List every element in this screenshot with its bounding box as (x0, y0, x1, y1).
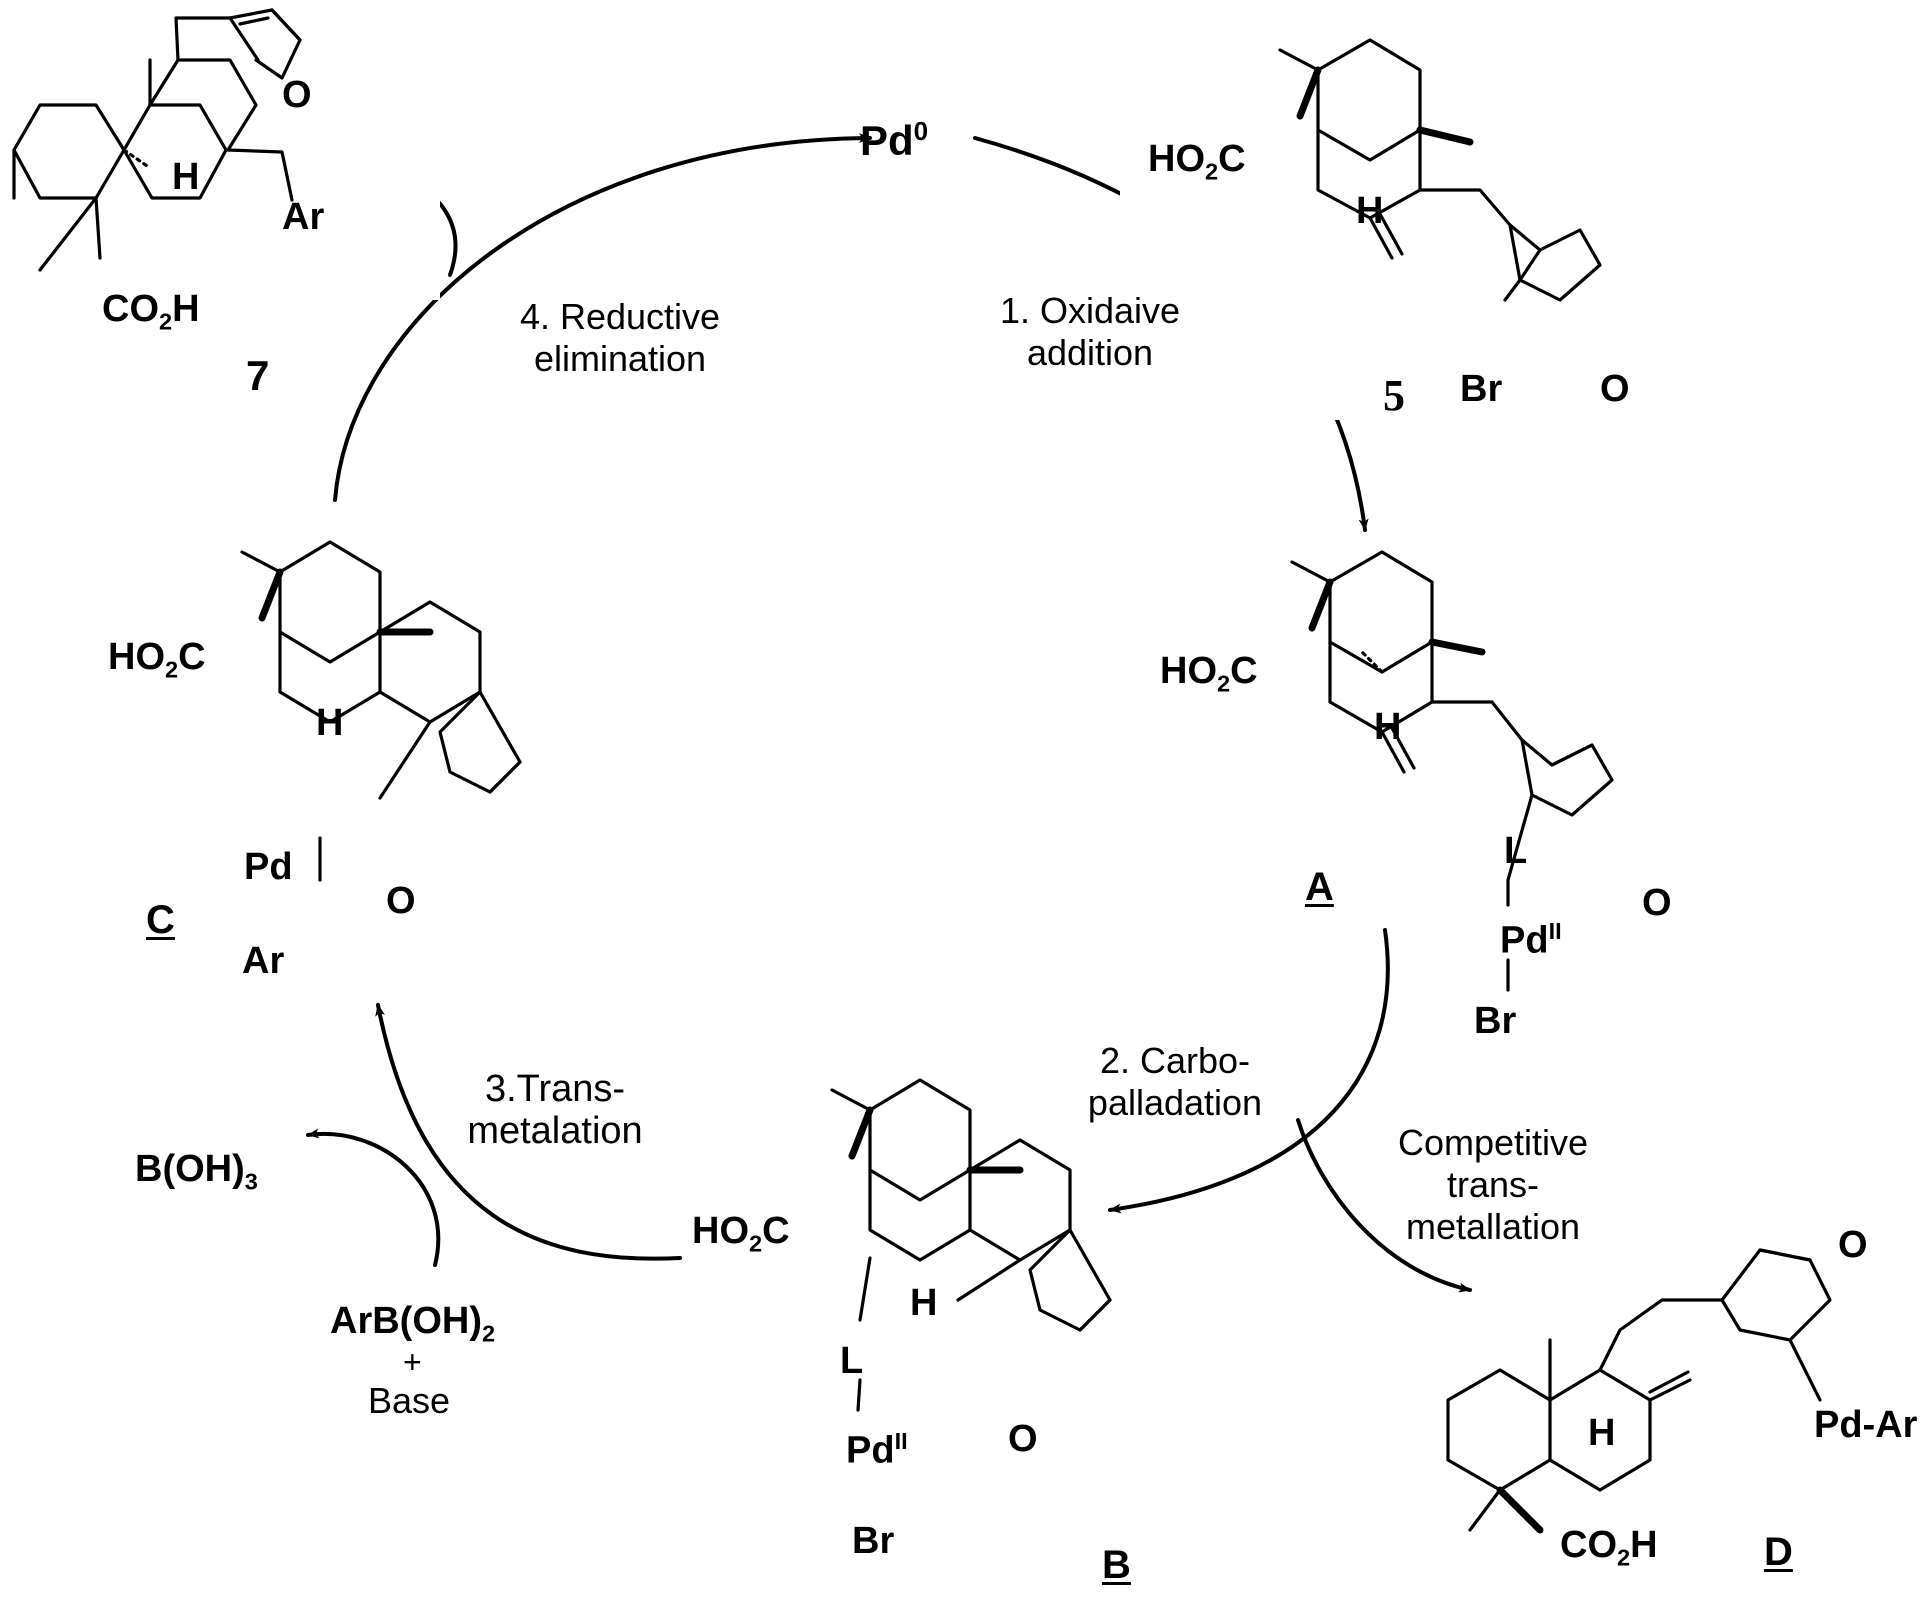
c5-H: H (1356, 190, 1384, 232)
intermediate-C-label: C (146, 898, 175, 942)
c5-HO2C: HO2C (1148, 138, 1246, 185)
step-2-label: 2. Carbo-palladation (1087, 1040, 1263, 1123)
compound-5-label: 5 (1383, 371, 1405, 420)
arrow-boric-acid-out (306, 1128, 441, 1267)
A-Br: Br (1474, 1000, 1517, 1042)
A-H: H (1374, 706, 1402, 748)
A-PdII: PdII (1500, 918, 1562, 962)
C-Ar: Ar (242, 940, 285, 982)
A-O: O (1642, 882, 1672, 924)
structure-5-skeleton (1278, 38, 1602, 302)
c5-O: O (1600, 368, 1630, 410)
arrow-reductive-elimination (333, 133, 872, 502)
c5-Br: Br (1460, 368, 1503, 410)
B-PdII: PdII (846, 1428, 908, 1472)
base-reagent: Base (368, 1380, 451, 1421)
compound-7-label: 7 (246, 352, 270, 399)
C-HO2C: HO2C (108, 636, 206, 683)
c7-H: H (172, 156, 200, 198)
structure-D-skeleton (1446, 1248, 1832, 1534)
A-HO2C: HO2C (1160, 650, 1258, 697)
c7-CO2H: CO2H (102, 288, 200, 335)
arylboronic-acid: ArB(OH)2 (330, 1300, 496, 1347)
D-O: O (1838, 1224, 1868, 1266)
B-O: O (1008, 1418, 1038, 1460)
plus-sign: + (403, 1344, 422, 1380)
structure-C-skeleton (240, 540, 522, 882)
D-H: H (1588, 1412, 1616, 1454)
C-Pd: Pd (244, 846, 293, 888)
C-H: H (316, 702, 344, 744)
B-HO2C: HO2C (692, 1210, 790, 1257)
arrow-carbopalladation (1108, 928, 1390, 1214)
structure-A-skeleton (1290, 550, 1614, 992)
intermediate-A-label: A (1305, 865, 1334, 909)
B-Br: Br (852, 1520, 895, 1562)
structure-7-skeleton (12, 8, 302, 272)
B-H: H (910, 1282, 938, 1324)
structure-B-skeleton (830, 1078, 1112, 1412)
arrow-transmetalation (375, 1003, 682, 1261)
c7-O: O (282, 74, 312, 116)
step-3-label: 3.Trans-metalation (467, 1068, 643, 1152)
A-L: L (1504, 830, 1528, 872)
C-O: O (386, 880, 416, 922)
B-L: L (840, 1340, 864, 1382)
D-CO2H: CO2H (1560, 1524, 1658, 1571)
arrow-competitive-transmetallation (1296, 1118, 1472, 1293)
byproduct-D-label: D (1764, 1530, 1793, 1574)
D-PdAr: Pd-Ar (1814, 1404, 1918, 1446)
c7-Ar: Ar (282, 196, 325, 238)
boric-acid: B(OH)3 (135, 1148, 258, 1195)
catalyst-pd0: Pd0 (860, 116, 929, 164)
intermediate-B-label: B (1102, 1543, 1131, 1587)
